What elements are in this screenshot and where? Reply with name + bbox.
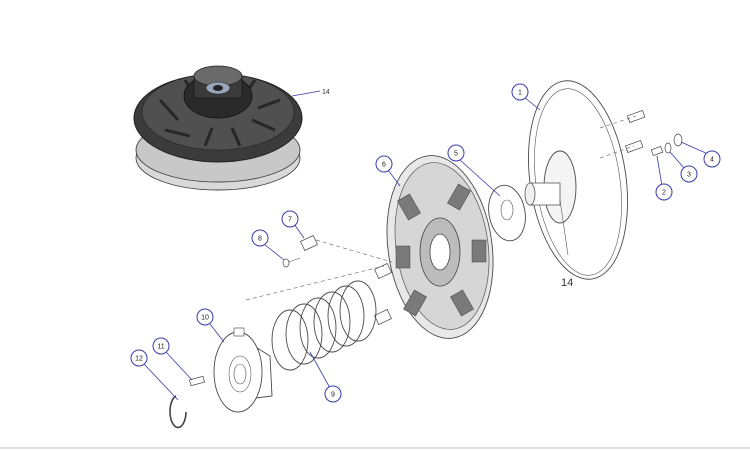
callout-12: 12 (130, 349, 148, 367)
spacer-washer (488, 184, 526, 242)
leader-lines (143, 96, 709, 401)
callout-9: 9 (324, 385, 342, 403)
svg-text:5: 5 (454, 151, 458, 158)
bolt-hardware (599, 109, 683, 159)
callout-2: 2 (655, 183, 673, 201)
svg-text:9: 9 (331, 392, 335, 399)
svg-text:6: 6 (382, 162, 386, 169)
roller-sliders (245, 235, 393, 325)
snap-ring (169, 395, 187, 429)
svg-text:3: 3 (687, 172, 691, 179)
callout-6: 6 (375, 155, 393, 173)
svg-text:10: 10 (201, 315, 209, 322)
assembled-clutch (133, 65, 321, 191)
callout-3: 3 (680, 165, 698, 183)
callout-1: 1 (511, 83, 529, 101)
small-screw (282, 257, 301, 268)
svg-text:8: 8 (258, 236, 262, 243)
assembly-label: 14 (322, 89, 330, 96)
svg-text:2: 2 (662, 190, 666, 197)
svg-text:4: 4 (710, 157, 714, 164)
callout-7: 7 (281, 210, 299, 228)
callout-4: 4 (703, 150, 721, 168)
callout-11: 11 (152, 337, 170, 355)
svg-text:7: 7 (288, 217, 292, 224)
movable-sheave (386, 155, 494, 339)
shaft-label: 14 (561, 277, 573, 289)
callout-8: 8 (251, 229, 269, 247)
retaining-pin (189, 375, 205, 387)
compression-spring (271, 280, 377, 371)
svg-text:11: 11 (157, 344, 164, 351)
callout-5: 5 (447, 144, 465, 162)
fixed-sheave (524, 80, 628, 280)
svg-text:1: 1 (518, 90, 522, 97)
spring-cover (213, 327, 273, 413)
svg-text:12: 12 (135, 356, 143, 363)
callout-10: 10 (196, 308, 214, 326)
